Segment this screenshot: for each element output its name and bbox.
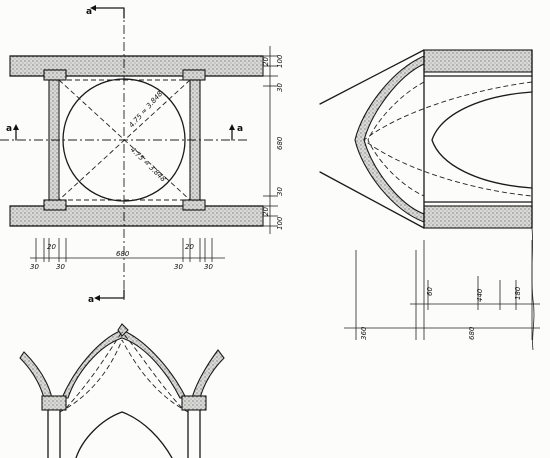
section-top-beam — [423, 49, 533, 73]
elevation-capital-left — [41, 395, 67, 411]
plan-dim-br-3: 30 — [204, 263, 213, 271]
plan-view: 4.75 ≈ 3.848 4.75 ≈ 3.848 a a a a 30 20 … — [0, 5, 284, 305]
plan-dim-br-2: 20 — [185, 243, 194, 251]
plan-dim-overall: 680 — [116, 250, 130, 258]
plan-capital-tl — [43, 69, 67, 81]
plan-capital-br — [182, 199, 206, 211]
elevation-capital-right — [181, 395, 207, 411]
section-marker-bottom: a — [88, 295, 94, 305]
elevation-inner-arch — [75, 411, 173, 458]
section-dim-mid: 680 — [468, 326, 476, 340]
plan-dim-bl-2: 20 — [47, 243, 56, 251]
elevation-left-arch — [19, 351, 53, 399]
section-marker-left: a — [6, 124, 12, 134]
plan-dim-rb-2: 100 — [276, 216, 284, 230]
plan-dim-br-1: 30 — [174, 263, 183, 271]
section-dim-v3: 180 — [514, 286, 522, 300]
section-dim-v1: 60 — [426, 287, 434, 296]
section-inner-arch — [431, 91, 533, 189]
plan-dim-rt-small: 20 — [262, 57, 270, 66]
plan-dim-bl-1: 30 — [30, 263, 39, 271]
plan-dim-bl-3: 30 — [56, 263, 65, 271]
section-dim-left: 360 — [360, 326, 368, 340]
plan-dim-rt-2: 30 — [276, 83, 284, 92]
plan-dim-rmid: 680 — [276, 136, 284, 150]
plan-dim-rt-1: 100 — [276, 54, 284, 68]
section-bottom-beam — [423, 205, 533, 229]
elevation-view — [19, 323, 225, 458]
section-marker-right: a — [237, 124, 243, 134]
section-view: 360 680 60 440 180 — [319, 49, 540, 351]
plan-diagonal-label-lower: 4.75 ≈ 3.848 — [129, 146, 168, 184]
plan-dim-rb-1: 30 — [276, 187, 284, 196]
plan-dim-rb-small: 20 — [262, 207, 270, 216]
elevation-arch-shell — [61, 329, 187, 399]
section-marker-top: a — [86, 7, 92, 17]
elevation-right-arch — [191, 349, 225, 399]
section-dim-v2: 440 — [476, 288, 484, 302]
plan-diagonal-label-upper: 4.75 ≈ 3.848 — [128, 89, 165, 129]
plan-capital-tr — [182, 69, 206, 81]
plan-capital-bl — [43, 199, 67, 211]
